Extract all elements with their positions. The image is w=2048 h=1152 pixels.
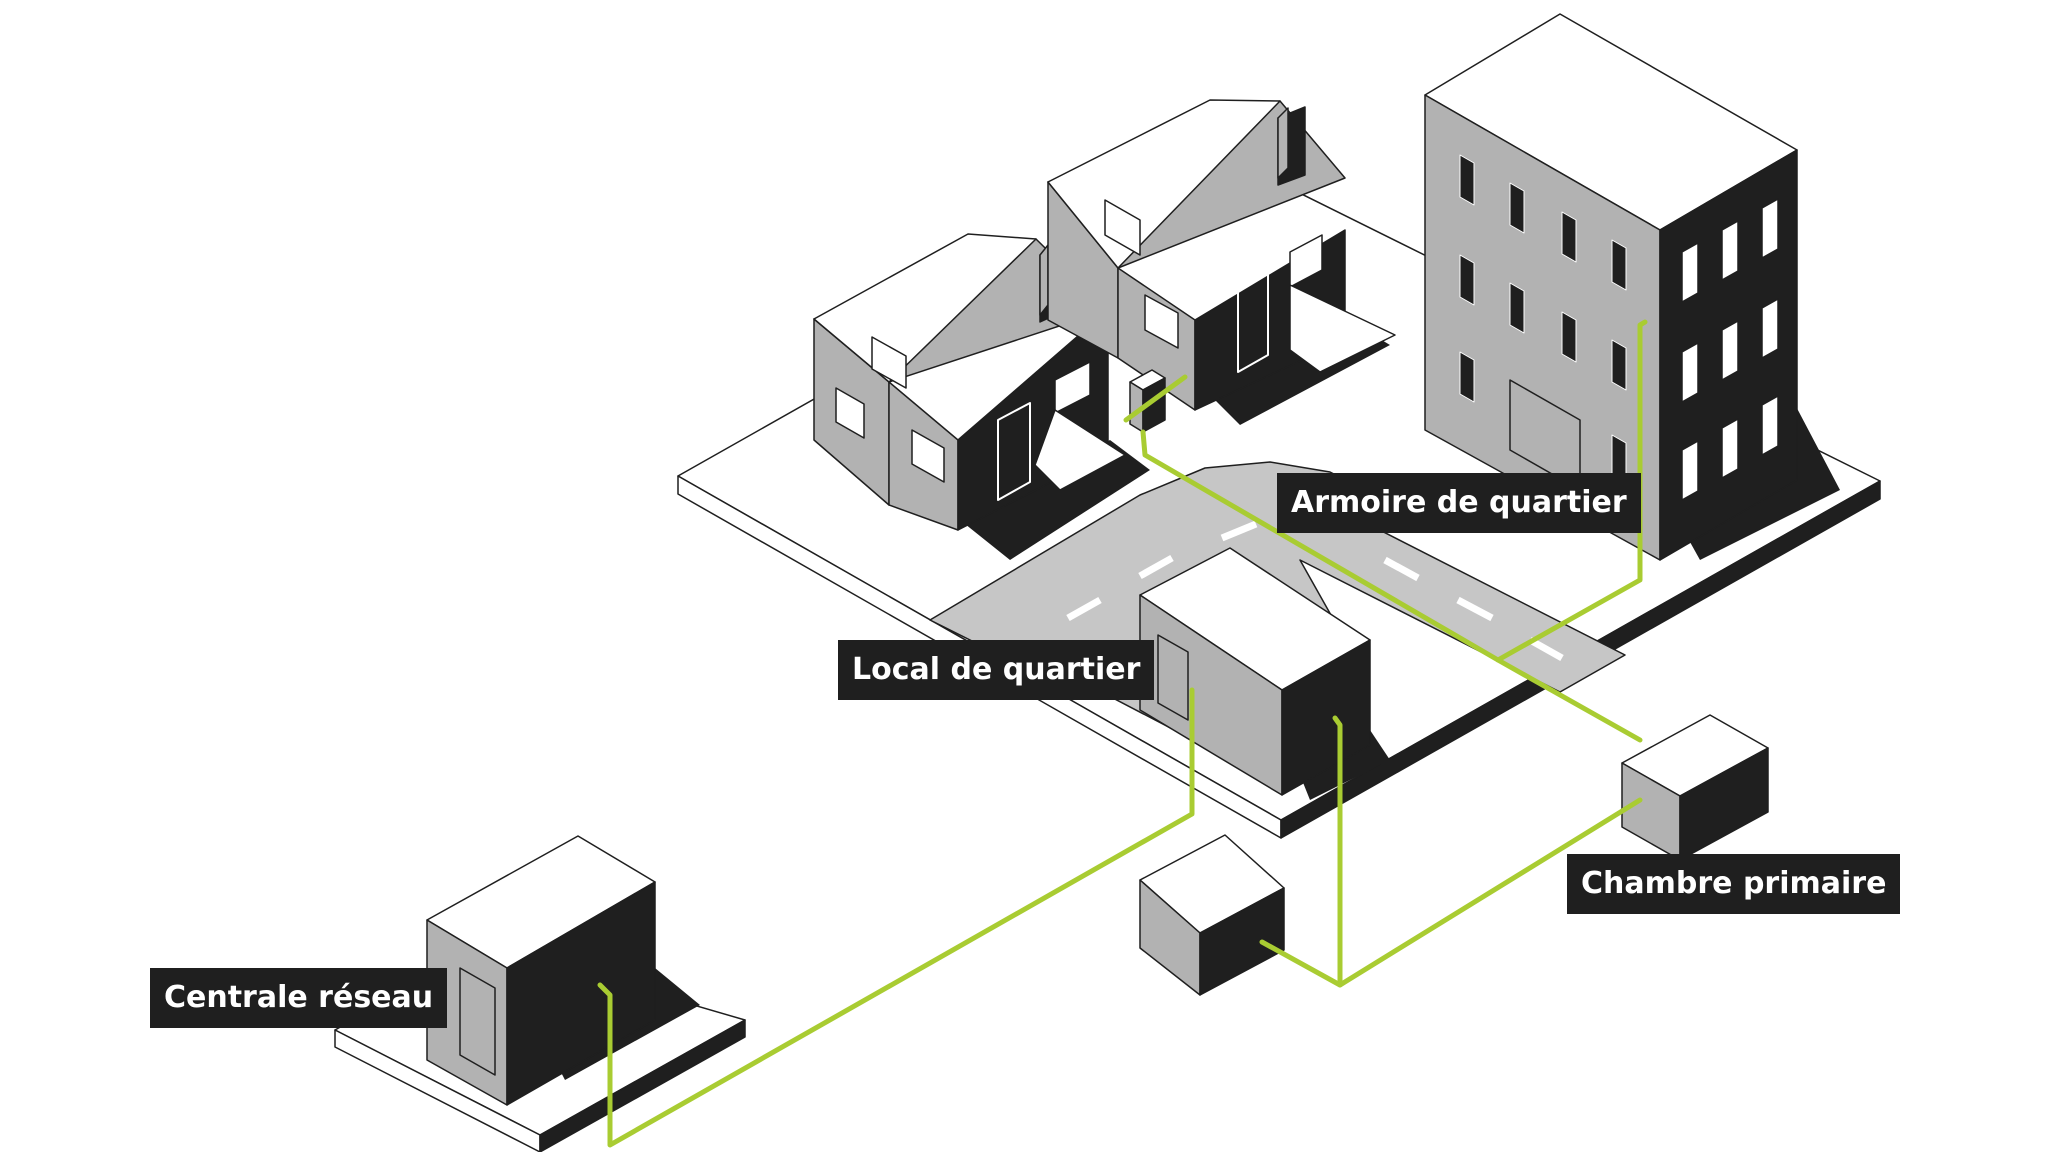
label-centrale-reseau: Centrale réseau	[150, 968, 448, 1028]
armoire-cabinet	[1129, 369, 1166, 433]
apartment-building	[1424, 13, 1798, 561]
label-armoire-de-quartier: Armoire de quartier	[1277, 473, 1641, 533]
label-local-de-quartier: Local de quartier	[838, 640, 1155, 700]
fiber-chambre-to-armoire	[1140, 429, 1643, 743]
local-building	[1139, 547, 1371, 796]
secondary-chamber-cube	[1139, 834, 1285, 996]
house-left	[813, 233, 1126, 531]
fiber-centrale-to-local	[597, 687, 1195, 1148]
centrale-area	[334, 835, 746, 1152]
fiber-secondary-to-chambre-primaire	[1337, 797, 1643, 988]
road-markings	[1066, 520, 1564, 662]
chambre-primaire-cube	[1621, 714, 1769, 861]
fiber-armoire-to-house	[1123, 374, 1188, 423]
fiber-to-apartment	[1495, 319, 1648, 663]
fiber-local-to-chambre-secondary	[1259, 715, 1343, 988]
label-chambre-primaire: Chambre primaire	[1567, 854, 1901, 914]
fiber-lines	[597, 319, 1648, 1148]
house-middle	[1047, 99, 1396, 411]
